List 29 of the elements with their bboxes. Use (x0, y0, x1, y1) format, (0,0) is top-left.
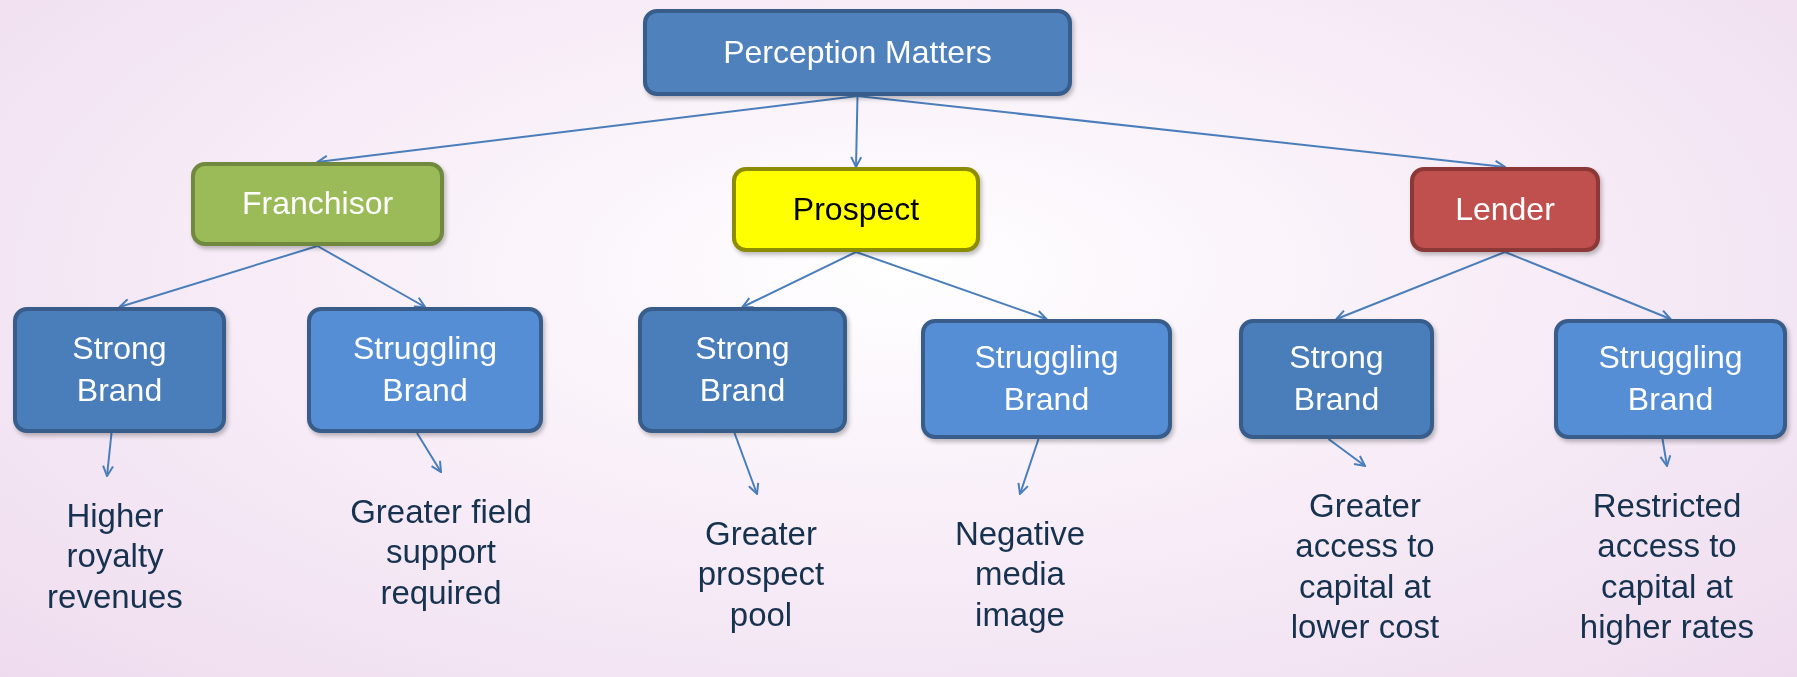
arrow (733, 432, 760, 495)
process-box: Struggling Brand (1554, 319, 1787, 439)
process-box: Strong Brand (13, 307, 226, 433)
arrow (1335, 251, 1506, 321)
arrow (855, 251, 1048, 322)
category-box: Prospect (732, 167, 980, 252)
outcome-text: Greater field support required (326, 492, 556, 642)
arrow (102, 432, 114, 477)
arrow (118, 245, 319, 310)
arrow (741, 251, 857, 309)
outcome-text: Higher royalty revenues (20, 496, 210, 646)
process-box: Strong Brand (638, 307, 847, 433)
category-box: Franchisor (191, 162, 444, 246)
process-box: Strong Brand (1239, 319, 1434, 439)
arrow (850, 95, 863, 168)
arrow (1504, 251, 1672, 321)
process-box: Struggling Brand (307, 307, 543, 433)
process-box: Struggling Brand (921, 319, 1172, 439)
category-box: Lender (1410, 167, 1600, 252)
title-box: Perception Matters (643, 9, 1072, 96)
outcome-text: Greater prospect pool (671, 514, 851, 664)
outcome-text: Greater access to capital at lower cost (1270, 486, 1460, 676)
outcome-text: Negative media image (930, 514, 1110, 664)
outcome-text: Restricted access to capital at higher rates (1557, 486, 1777, 676)
arrow (1327, 438, 1366, 467)
arrow (416, 432, 442, 473)
arrow (1017, 438, 1040, 495)
arrow (316, 245, 426, 308)
arrow (1659, 438, 1672, 467)
